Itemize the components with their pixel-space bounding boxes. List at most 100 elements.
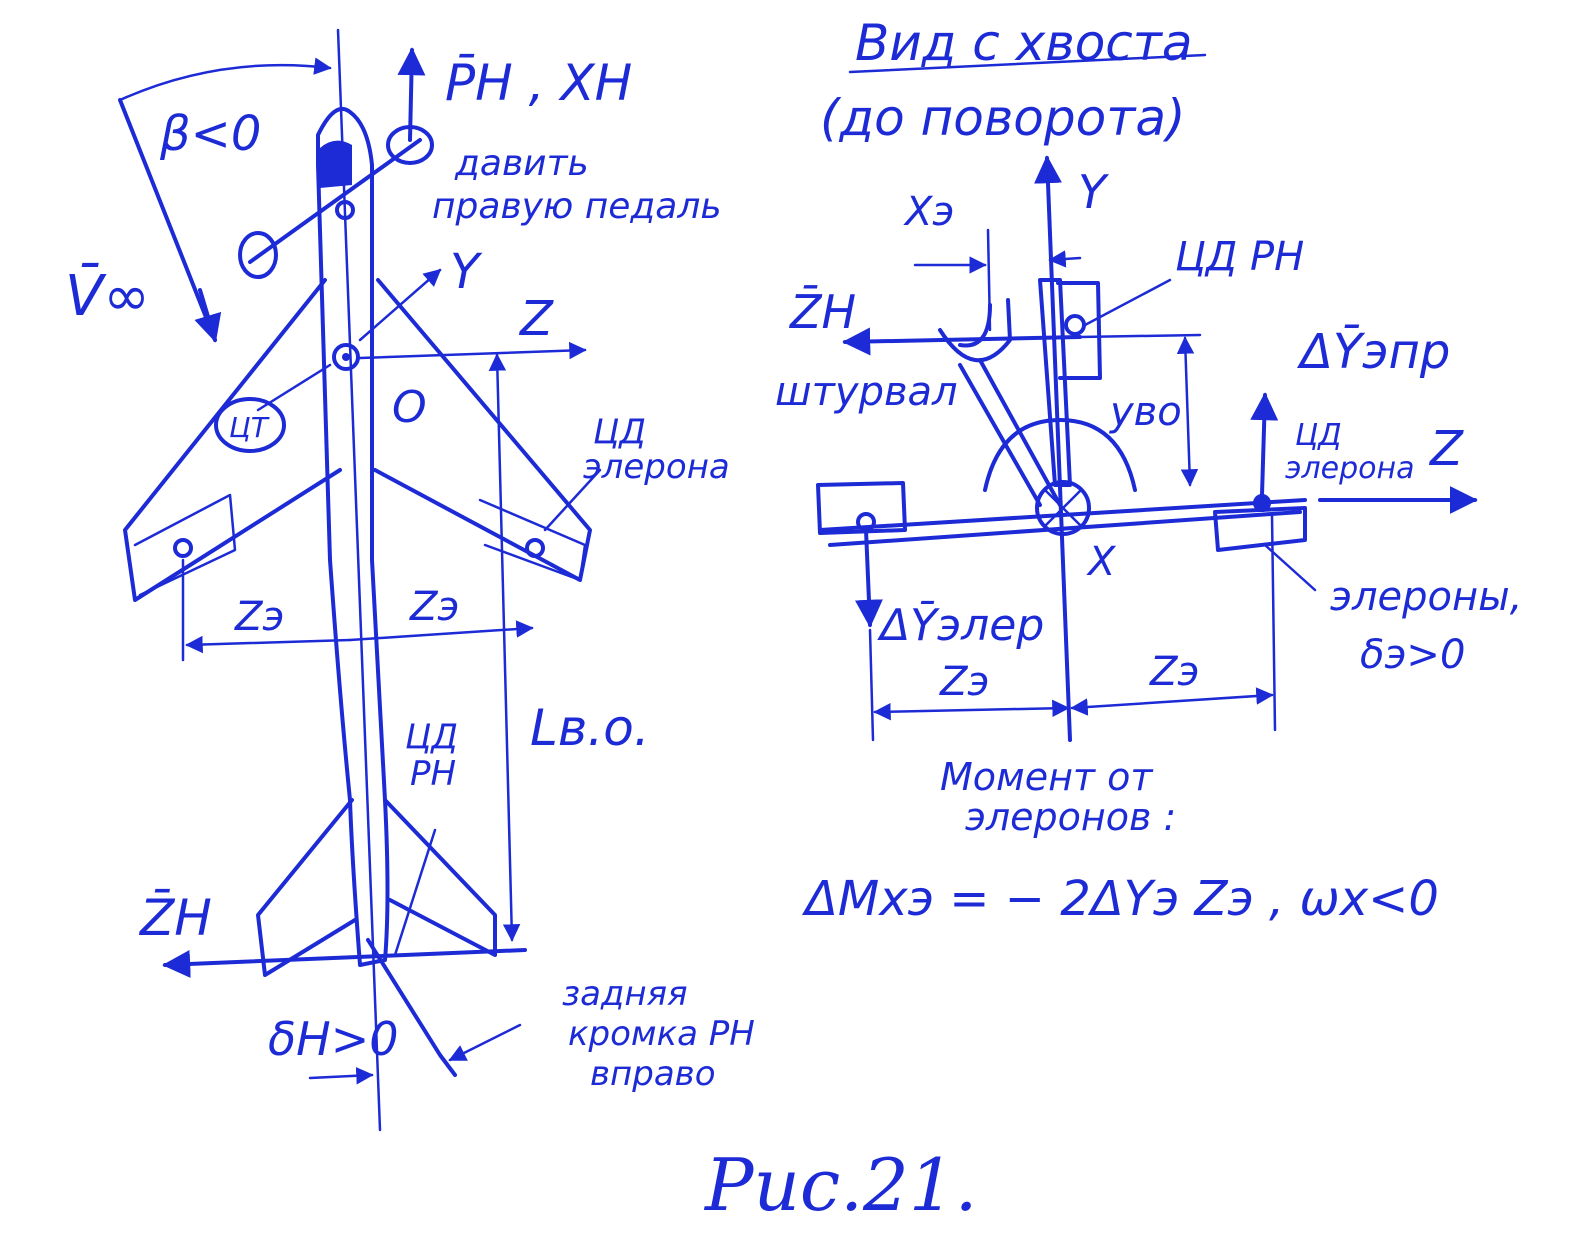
trailing-edge-label-1: задняя <box>562 974 688 1014</box>
tail-title: Вид с хвоста <box>855 14 1193 72</box>
trailing-edge-label-3: вправо <box>590 1054 716 1094</box>
x-e-label: Xэ <box>903 189 954 235</box>
tail-x-label: X <box>1086 539 1117 585</box>
v-inf-label: V̄∞ <box>65 264 150 329</box>
tail-cd-aileron-1: ЦД <box>1295 418 1342 453</box>
rudder-cp <box>1064 314 1086 336</box>
o-label: O <box>392 382 427 433</box>
pedal-label-1: давить <box>454 143 589 184</box>
tail-right <box>383 798 497 957</box>
z-label: Z <box>518 291 554 347</box>
cg-point-inner <box>342 353 350 361</box>
pedal-left <box>238 231 278 279</box>
aileron-cp-leader <box>543 468 602 532</box>
z-e-left-label: Zэ <box>234 594 284 640</box>
dim-right <box>1070 687 1274 716</box>
y-label: Y <box>450 244 483 300</box>
rudder <box>366 938 457 1077</box>
right-aileron-point <box>1253 494 1271 512</box>
tail-z-label: Z <box>1428 421 1464 477</box>
z-h-arrow <box>842 327 1082 356</box>
z-e-dim-left <box>185 635 352 654</box>
dim-tick-right <box>1270 513 1277 732</box>
z-axis-arrow <box>358 341 587 360</box>
tail-z-e-right: Zэ <box>1149 649 1199 695</box>
delta-y-up-arrow <box>1250 392 1279 497</box>
p-h-arrow <box>397 47 426 142</box>
rudder-box <box>1056 281 1102 380</box>
z-h-tail-label: Z̄H <box>138 888 212 947</box>
x-axis-cross-2 <box>1043 488 1083 528</box>
left-aileron <box>133 493 237 597</box>
moment-formula: ΔMxэ = − 2ΔYэ Zэ , ωx<0 <box>801 871 1439 927</box>
tail-y-label: Y <box>1078 165 1110 219</box>
tail-wing-2 <box>828 510 1302 547</box>
cd-rh-label: ЦД РН <box>1175 234 1304 280</box>
z-h-tail-arrow <box>162 948 527 978</box>
delta-y-down-arrow <box>854 528 883 628</box>
cd-rh-label-2: РН <box>410 754 456 794</box>
dim-tick-left <box>868 628 875 742</box>
x-e-tick <box>986 228 992 332</box>
pedal-bar <box>248 138 422 264</box>
right-wing <box>373 278 592 582</box>
moment-label-2: элеронов : <box>965 795 1176 839</box>
y-vo-label: yво <box>1109 389 1182 435</box>
title-underline <box>848 53 1207 74</box>
beta-angle-arc <box>118 57 332 102</box>
left-aileron-box <box>816 481 907 535</box>
right-aileron-cp <box>525 538 545 558</box>
cd-rh-leader <box>393 828 437 957</box>
fuselage-half <box>983 418 1137 492</box>
shturval-yoke <box>938 298 1012 363</box>
right-aileron-box <box>1213 506 1307 552</box>
ct-circle <box>214 397 286 453</box>
shturval-column-2 <box>958 363 1042 507</box>
ailerons-label-1: элероны, <box>1330 574 1522 620</box>
x-axis-circle <box>1035 480 1091 536</box>
cg-point <box>332 343 360 371</box>
cd-aileron-label-2: элерона <box>583 447 730 487</box>
fuselage-nose <box>320 140 352 188</box>
delta-y-epr-label: ΔȲэпр <box>1296 324 1450 380</box>
x-e-arrow-right <box>1048 250 1082 268</box>
dim-left <box>873 699 1070 721</box>
left-aileron-cp <box>173 538 193 558</box>
fuselage-outline <box>316 106 390 967</box>
cd-aileron-label-1: ЦД <box>593 412 646 452</box>
moment-label-1: Момент от <box>940 755 1154 799</box>
y-vo-dim <box>1176 336 1199 487</box>
tail-z-e-left: Zэ <box>939 659 989 705</box>
velocity-line <box>118 98 217 342</box>
tail-fin <box>1038 278 1072 487</box>
delta-y-eler-label: ΔȲэлер <box>877 599 1044 651</box>
z-h-ref-line <box>1078 333 1202 339</box>
ailerons-label-2: δэ>0 <box>1360 632 1465 678</box>
z-e-right-label: Zэ <box>409 584 459 630</box>
tail-view <box>816 53 1478 742</box>
pedal-label-2: правую педаль <box>432 186 722 227</box>
trailing-edge-label-2: кромка РН <box>568 1014 755 1054</box>
beta-label: β<0 <box>159 106 261 162</box>
right-aileron <box>478 498 587 582</box>
trailing-edge-arrow <box>448 1023 522 1062</box>
p-h-label: P̄H , XH <box>445 53 632 112</box>
tail-left <box>256 798 357 977</box>
shturval-label: штурвал <box>775 369 958 415</box>
pedal-pivot <box>335 200 355 220</box>
l-vo-label: Lв.о. <box>530 699 650 757</box>
z-h-label: Z̄H <box>788 285 856 339</box>
cd-rh-label-1: ЦД <box>405 717 458 757</box>
rudder-cp-leader <box>1083 278 1172 327</box>
l-vo-line <box>488 353 521 942</box>
velocity-arrow <box>194 288 222 343</box>
delta-h-label: δH>0 <box>268 1012 399 1066</box>
tail-wing <box>818 498 1307 532</box>
tail-subtitle: (до поворота) <box>820 89 1186 147</box>
figure-caption: Рис.21. <box>703 1143 978 1227</box>
delta-h-arrow <box>308 1067 374 1085</box>
ct-label: ЦТ <box>229 411 270 444</box>
y-axis-arrow <box>358 268 442 342</box>
top-view <box>118 28 602 1132</box>
